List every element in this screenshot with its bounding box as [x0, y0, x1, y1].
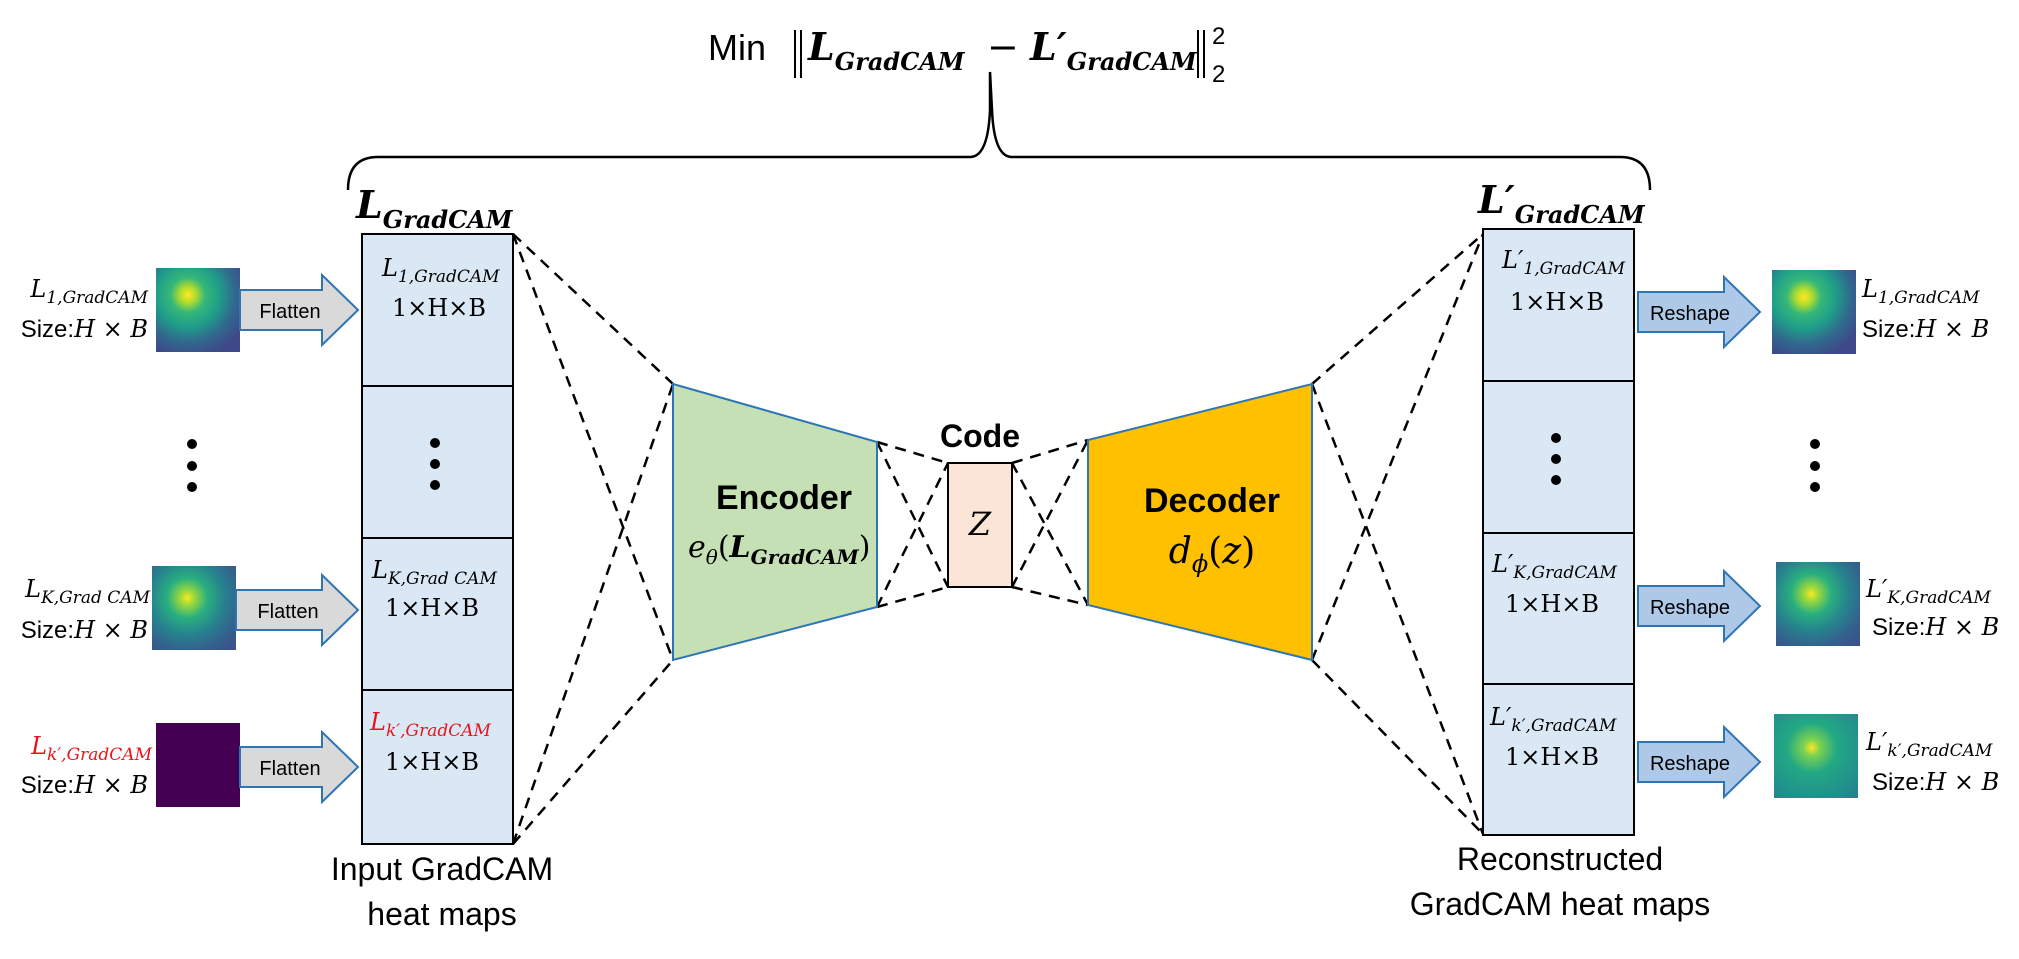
- reshape-label: Reshape: [1650, 303, 1730, 325]
- input-size-3: Size:H × B: [21, 771, 148, 799]
- stack-cell-dims: 1×H×B: [385, 748, 479, 776]
- output-label-3: L′k′,GradCAM: [1865, 728, 1993, 761]
- reshape-label: Reshape: [1650, 753, 1730, 775]
- output-size-2: Size:H × B: [1872, 613, 1999, 641]
- right-stack-label: L′GradCAM: [1477, 177, 1646, 229]
- output-size-3: Size:H × B: [1872, 768, 1999, 796]
- objective-subscript: 2: [1212, 61, 1225, 88]
- input-row-3: Lk′,GradCAM Size:H × B Flatten: [21, 723, 360, 807]
- stack-cell-dims: 1×H×B: [392, 294, 486, 322]
- stack-cell-dims: 1×H×B: [1505, 590, 1599, 618]
- decoder-function: dϕ(z): [1169, 531, 1255, 578]
- flatten-label: Flatten: [259, 301, 320, 323]
- heatmap-thumbnail: [1772, 270, 1856, 354]
- reshape-arrow: [1637, 724, 1762, 800]
- output-label-1: L1,GradCAM: [1861, 275, 1980, 308]
- encoder-function: eθ(LGradCAM): [688, 530, 870, 569]
- code-block: Code Z: [940, 418, 1020, 588]
- objective-term-b: L′GradCAM: [1029, 24, 1198, 76]
- flatten-arrow: [239, 729, 360, 805]
- heatmap-thumbnail: [1776, 562, 1860, 646]
- reshape-arrow: [1637, 568, 1762, 644]
- flatten-arrow: [239, 272, 360, 348]
- stack-cell-dims: 1×H×B: [385, 594, 479, 622]
- output-row-3: Reshape L′k′,GradCAM Size:H × B: [1637, 714, 1999, 800]
- stack-cell-label-highlight: Lk′,GradCAM: [369, 708, 492, 741]
- flatten-label: Flatten: [259, 758, 320, 780]
- input-caption-line1: Input GradCAM: [331, 851, 553, 887]
- stack-cell-label: L′1,GradCAM: [1501, 246, 1626, 279]
- output-stack: L′1,GradCAM 1×H×B L′K,GradCAM 1×H×B L′k′…: [1482, 228, 1635, 836]
- objective-formula: Min LGradCAM − L′GradCAM 2 2: [708, 23, 1225, 88]
- input-size-2: Size:H × B: [21, 616, 148, 644]
- output-caption-line2: GradCAM heat maps: [1410, 886, 1711, 922]
- input-row-1: L1,GradCAM Size:H × B Flatten: [21, 268, 360, 352]
- heatmap-thumbnail: [1774, 714, 1858, 798]
- left-stack-label: LGradCAM: [355, 182, 514, 234]
- input-ellipsis: [187, 439, 197, 492]
- input-size-1: Size:H × B: [21, 315, 148, 343]
- objective-minus: −: [987, 25, 1019, 69]
- code-title: Code: [940, 418, 1020, 454]
- input-caption-line2: heat maps: [367, 896, 516, 932]
- input-stack: L1,GradCAM 1×H×B LK,Grad CAM 1×H×B Lk′,G…: [361, 233, 514, 845]
- input-label-3: Lk′,GradCAM: [30, 732, 153, 765]
- flatten-label: Flatten: [257, 601, 318, 623]
- output-label-2: L′K,GradCAM: [1865, 575, 1992, 608]
- input-row-2: LK,Grad CAM Size:H × B Flatten: [21, 566, 360, 650]
- stack-cell-label: L′K,GradCAM: [1491, 550, 1618, 583]
- input-label-2: LK,Grad CAM: [24, 575, 150, 608]
- stack-cell-label: L1,GradCAM: [381, 254, 500, 287]
- flatten-arrow: [235, 572, 360, 648]
- stack-cell-label: LK,Grad CAM: [371, 556, 497, 589]
- reshape-arrow: [1637, 274, 1762, 350]
- stack-cell-dims: 1×H×B: [1510, 288, 1604, 316]
- decoder-block: Decoder dϕ(z): [1087, 382, 1313, 662]
- output-ellipsis: [1810, 439, 1820, 492]
- decoder-title: Decoder: [1144, 482, 1280, 520]
- stack-ellipsis: [1551, 433, 1561, 485]
- objective-term-a: LGradCAM: [807, 24, 966, 76]
- output-caption-line1: Reconstructed: [1457, 841, 1663, 877]
- objective-min: Min: [708, 27, 766, 68]
- connector-lines: [511, 233, 1485, 845]
- output-row-2: Reshape L′K,GradCAM Size:H × B: [1637, 562, 1999, 646]
- top-brace: [346, 71, 1652, 191]
- encoder-title: Encoder: [716, 479, 852, 517]
- encoder-block: Encoder eθ(LGradCAM): [672, 382, 878, 662]
- output-row-1: Reshape L1,GradCAM Size:H × B: [1637, 270, 1989, 354]
- input-label-1: L1,GradCAM: [29, 275, 148, 308]
- heatmap-thumbnail: [152, 566, 236, 650]
- stack-ellipsis: [430, 438, 440, 490]
- stack-cell-label: L′k′,GradCAM: [1489, 703, 1617, 736]
- heatmap-thumbnail: [156, 268, 240, 352]
- code-symbol: Z: [968, 505, 992, 543]
- reshape-label: Reshape: [1650, 597, 1730, 619]
- objective-exponent: 2: [1212, 23, 1225, 50]
- heatmap-thumbnail-blank: [156, 723, 240, 807]
- stack-cell-dims: 1×H×B: [1505, 743, 1599, 771]
- output-size-1: Size:H × B: [1862, 315, 1989, 343]
